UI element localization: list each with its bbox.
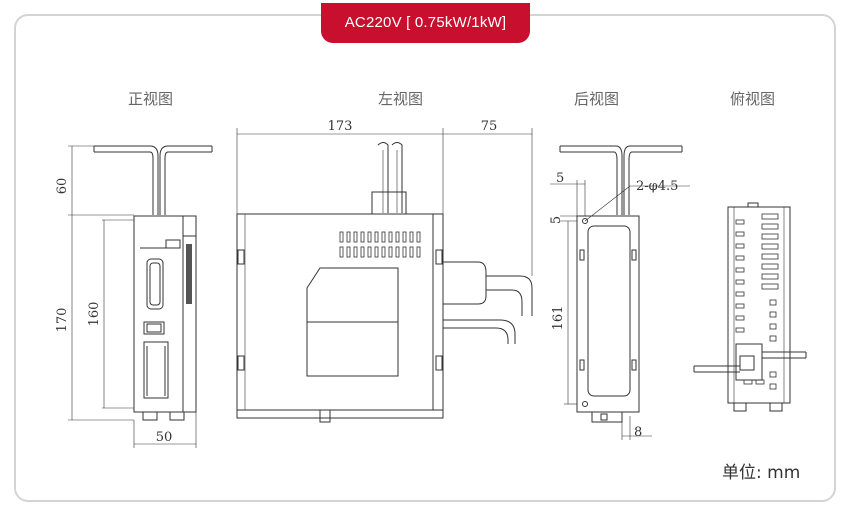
dim-hole-diameter: 2-φ4.5 bbox=[636, 179, 678, 194]
dim-5-vertical: 5 bbox=[549, 216, 564, 224]
drawing-frame bbox=[14, 14, 836, 502]
dim-8: 8 bbox=[634, 425, 642, 440]
top-view-drawing bbox=[693, 202, 807, 412]
unit-label: 单位: mm bbox=[722, 463, 801, 483]
dim-5-horizontal: 5 bbox=[556, 171, 564, 186]
back-view-title: 后视图 bbox=[574, 90, 620, 108]
left-view-title: 左视图 bbox=[378, 90, 424, 108]
dim-173: 173 bbox=[328, 119, 353, 134]
dim-170: 170 bbox=[55, 308, 70, 333]
front-view-title: 正视图 bbox=[128, 90, 174, 108]
back-view-drawing bbox=[550, 145, 690, 440]
left-view-drawing bbox=[236, 128, 533, 423]
dim-160: 160 bbox=[87, 302, 102, 327]
voltage-power-header: AC220V [ 0.75kW/1kW] bbox=[321, 3, 530, 43]
dim-161: 161 bbox=[551, 306, 566, 331]
front-view-drawing bbox=[68, 145, 213, 448]
dim-60: 60 bbox=[55, 178, 70, 195]
dim-75: 75 bbox=[481, 119, 498, 134]
top-view-title: 俯视图 bbox=[730, 90, 776, 108]
dim-50: 50 bbox=[156, 430, 173, 445]
